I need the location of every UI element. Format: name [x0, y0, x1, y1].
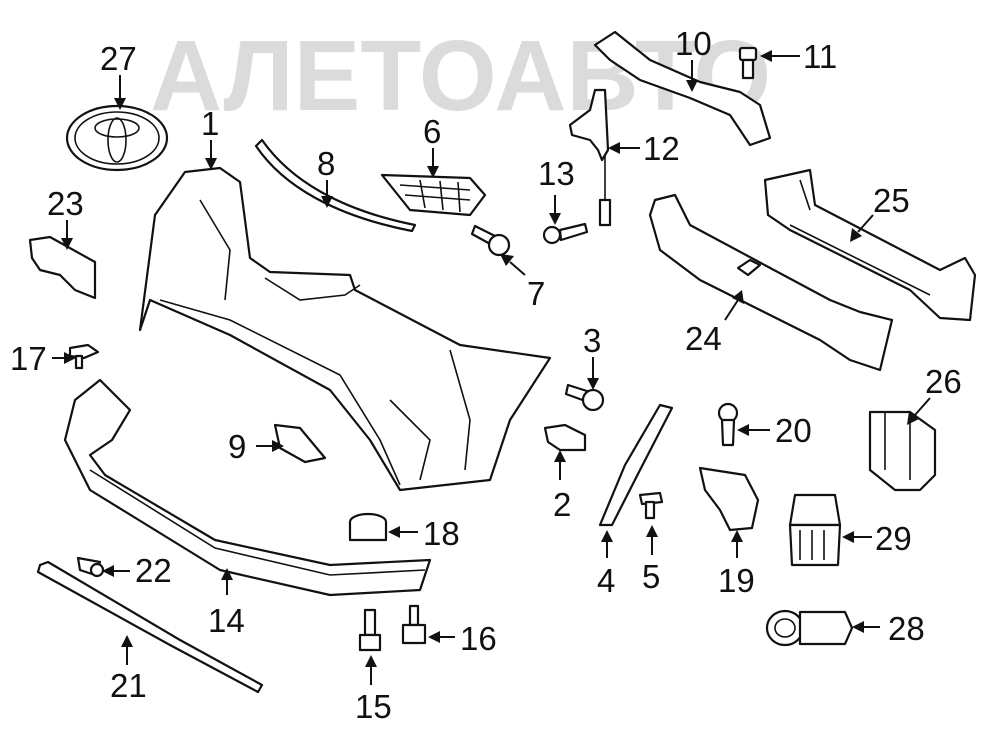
callout-25: 25 — [873, 182, 910, 219]
callout-10: 10 — [675, 25, 712, 62]
callout-2: 2 — [553, 486, 571, 523]
part-22-clip — [76, 556, 105, 578]
callout-29: 29 — [875, 520, 912, 557]
part-28-sensor — [765, 609, 854, 647]
part-25-absorber — [763, 168, 977, 322]
part-26-module — [868, 410, 937, 492]
callout-12: 12 — [643, 130, 680, 167]
callout-19: 19 — [718, 562, 755, 599]
part-10-bracket — [593, 30, 772, 147]
callout-7: 7 — [527, 275, 545, 312]
callout-11: 11 — [803, 38, 837, 75]
part-21-strip — [36, 560, 264, 694]
callout-13: 13 — [538, 155, 575, 192]
callout-23: 23 — [47, 185, 84, 222]
part-16-bolt — [401, 604, 427, 645]
callout-6: 6 — [423, 113, 441, 150]
part-29-sensor — [788, 493, 842, 567]
callout-15: 15 — [355, 688, 392, 725]
part-11-bolt — [738, 46, 758, 80]
callout-28: 28 — [888, 610, 925, 647]
leader-lines — [52, 50, 931, 685]
callout-17: 17 — [10, 340, 47, 377]
part-27-emblem — [65, 104, 169, 172]
callout-20: 20 — [775, 412, 812, 449]
callout-18: 18 — [423, 515, 460, 552]
callout-1: 1 — [201, 105, 219, 142]
part-19-bracket — [698, 466, 760, 532]
callout-8: 8 — [317, 145, 335, 182]
part-5-clip — [638, 491, 664, 520]
part-8-molding — [254, 138, 417, 233]
part-14-spoiler — [63, 378, 432, 597]
callout-21: 21 — [110, 667, 147, 704]
part-7-bolt — [470, 224, 511, 257]
callout-5: 5 — [642, 558, 660, 595]
part-9-cover — [273, 423, 327, 464]
part-23-bracket — [28, 235, 97, 300]
part-1-bumper-cover — [138, 166, 552, 492]
callout-labels: 27 1 8 6 10 11 12 13 7 23 25 24 17 3 26 … — [10, 25, 962, 725]
callout-3: 3 — [583, 322, 601, 359]
callout-22: 22 — [135, 552, 172, 589]
part-12-sensor — [568, 88, 612, 227]
part-6-grille — [380, 173, 487, 217]
part-15-bolt — [358, 608, 382, 652]
part-18-nut — [348, 512, 388, 542]
callout-24: 24 — [685, 320, 722, 357]
callout-14: 14 — [208, 602, 245, 639]
callout-27: 27 — [100, 40, 137, 77]
part-2-retainer — [543, 423, 587, 452]
part-4-molding — [598, 403, 674, 527]
part-24-reinforcement — [648, 193, 894, 372]
callout-9: 9 — [228, 428, 246, 465]
callout-4: 4 — [597, 562, 615, 599]
part-3-bolt — [564, 383, 605, 412]
part-17-clip — [68, 343, 100, 370]
callout-16: 16 — [460, 620, 497, 657]
callout-26: 26 — [925, 363, 962, 400]
part-13-screw — [542, 222, 589, 245]
part-20-clip — [717, 402, 739, 447]
